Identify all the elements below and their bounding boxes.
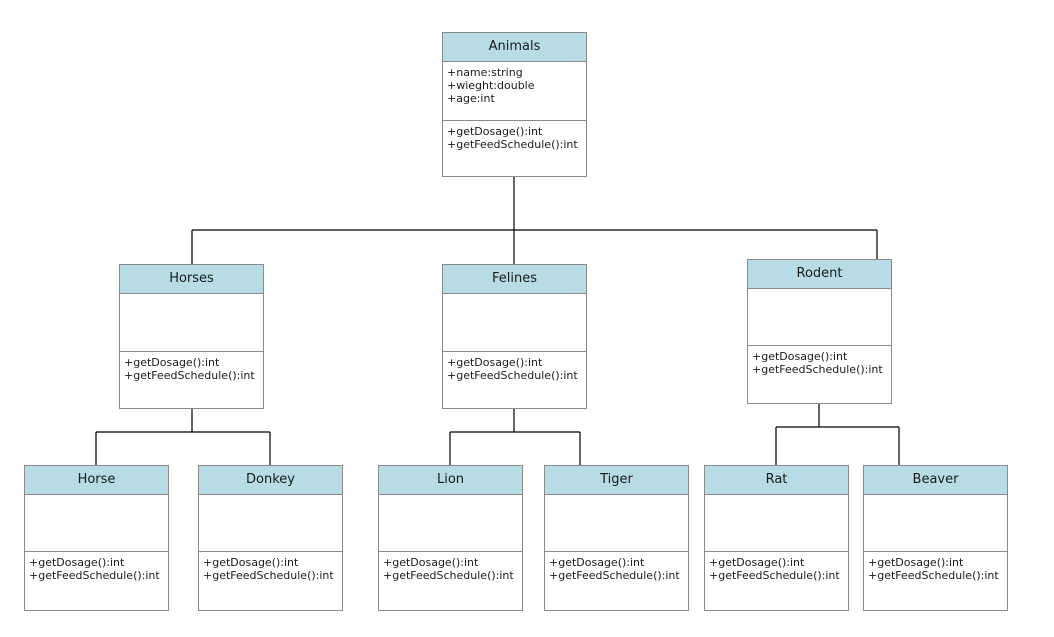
operation: +getDosage():int	[124, 356, 220, 369]
operations-section: +getDosage():int +getFeedSchedule():int	[864, 552, 1007, 586]
class-beaver[interactable]: Beaver +getDosage():int +getFeedSchedule…	[863, 465, 1008, 611]
attributes-section	[25, 495, 168, 552]
operations-section: +getDosage():int +getFeedSchedule():int	[443, 121, 586, 155]
class-rodent[interactable]: Rodent +getDosage():int +getFeedSchedule…	[747, 259, 892, 404]
operation: +getDosage():int	[383, 556, 479, 569]
operation: +getDosage():int	[752, 350, 848, 363]
attribute: +wieght:double	[447, 79, 535, 92]
operation: +getDosage():int	[447, 356, 543, 369]
operation: +getFeedSchedule():int	[447, 369, 578, 382]
operation: +getFeedSchedule():int	[447, 138, 578, 151]
operations-section: +getDosage():int +getFeedSchedule():int	[379, 552, 522, 586]
attributes-section	[864, 495, 1007, 552]
operation: +getFeedSchedule():int	[203, 569, 334, 582]
class-felines[interactable]: Felines +getDosage():int +getFeedSchedul…	[442, 264, 587, 409]
operation: +getDosage():int	[203, 556, 299, 569]
class-name: Tiger	[545, 466, 688, 495]
class-name: Felines	[443, 265, 586, 294]
operations-section: +getDosage():int +getFeedSchedule():int	[748, 346, 891, 380]
attributes-section	[748, 289, 891, 346]
attribute: +name:string	[447, 66, 523, 79]
operation: +getFeedSchedule():int	[752, 363, 883, 376]
class-horse[interactable]: Horse +getDosage():int +getFeedSchedule(…	[24, 465, 169, 611]
class-name: Rat	[705, 466, 848, 495]
operation: +getFeedSchedule():int	[549, 569, 680, 582]
attributes-section	[545, 495, 688, 552]
class-rat[interactable]: Rat +getDosage():int +getFeedSchedule():…	[704, 465, 849, 611]
class-tiger[interactable]: Tiger +getDosage():int +getFeedSchedule(…	[544, 465, 689, 611]
operation: +getFeedSchedule():int	[383, 569, 514, 582]
class-name: Donkey	[199, 466, 342, 495]
class-name: Lion	[379, 466, 522, 495]
operations-section: +getDosage():int +getFeedSchedule():int	[120, 352, 263, 386]
class-animals[interactable]: Animals +name:string +wieght:double +age…	[442, 32, 587, 177]
connector-felines	[449, 408, 581, 466]
connector-rodent	[775, 403, 900, 466]
operations-section: +getDosage():int +getFeedSchedule():int	[25, 552, 168, 586]
class-name: Animals	[443, 33, 586, 62]
attribute: +age:int	[447, 92, 495, 105]
operation: +getDosage():int	[709, 556, 805, 569]
operations-section: +getDosage():int +getFeedSchedule():int	[199, 552, 342, 586]
operation: +getDosage():int	[447, 125, 543, 138]
operations-section: +getDosage():int +getFeedSchedule():int	[443, 352, 586, 386]
attributes-section	[443, 294, 586, 352]
operations-section: +getDosage():int +getFeedSchedule():int	[705, 552, 848, 586]
class-name: Horse	[25, 466, 168, 495]
class-horses[interactable]: Horses +getDosage():int +getFeedSchedule…	[119, 264, 264, 409]
operation: +getDosage():int	[549, 556, 645, 569]
attributes-section	[379, 495, 522, 552]
class-name: Horses	[120, 265, 263, 294]
operation: +getFeedSchedule():int	[124, 369, 255, 382]
operation: +getFeedSchedule():int	[709, 569, 840, 582]
operations-section: +getDosage():int +getFeedSchedule():int	[545, 552, 688, 586]
attributes-section	[120, 294, 263, 352]
class-name: Rodent	[748, 260, 891, 289]
attributes-section	[705, 495, 848, 552]
class-lion[interactable]: Lion +getDosage():int +getFeedSchedule()…	[378, 465, 523, 611]
operation: +getFeedSchedule():int	[29, 569, 160, 582]
attributes-section: +name:string +wieght:double +age:int	[443, 62, 586, 121]
operation: +getDosage():int	[29, 556, 125, 569]
connector-horses	[95, 408, 271, 466]
connector-animals	[191, 173, 878, 265]
class-name: Beaver	[864, 466, 1007, 495]
attributes-section	[199, 495, 342, 552]
class-donkey[interactable]: Donkey +getDosage():int +getFeedSchedule…	[198, 465, 343, 611]
operation: +getDosage():int	[868, 556, 964, 569]
operation: +getFeedSchedule():int	[868, 569, 999, 582]
